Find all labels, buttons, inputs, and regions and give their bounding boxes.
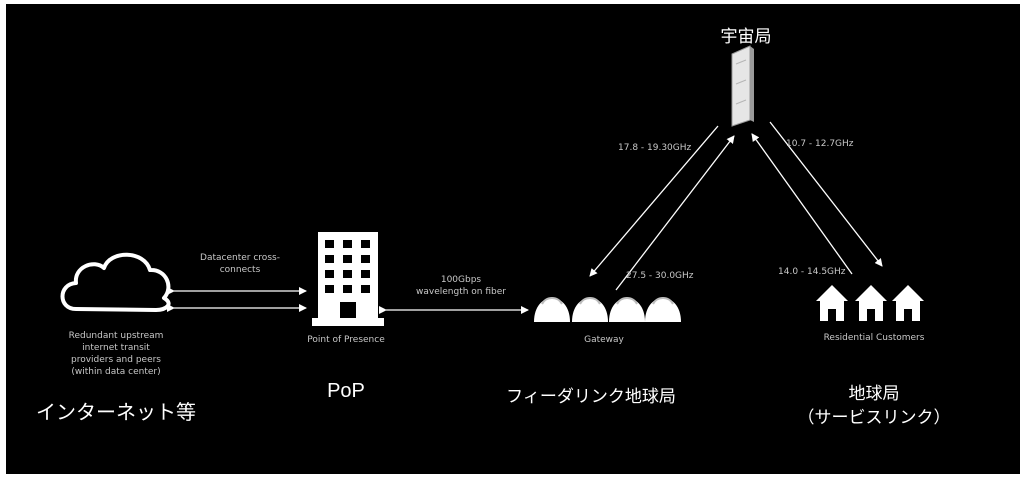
pop-title: PoP	[327, 380, 365, 402]
internet-pop-link	[167, 287, 307, 312]
internet-caption-line: internet transit	[82, 343, 150, 353]
residential-caption: Residential Customers	[823, 333, 925, 343]
satellite-icon	[731, 45, 754, 127]
building-icon	[312, 232, 384, 326]
dish-antenna-icon	[534, 297, 681, 322]
cloud-icon	[60, 252, 171, 312]
diagram-graphics	[60, 45, 924, 326]
service-up-label: 14.0 - 14.5GHz	[778, 267, 846, 277]
internet-title: インターネット等	[36, 402, 196, 424]
feeder-link-arrows	[589, 125, 735, 291]
service-link-arrows	[751, 121, 883, 275]
residential-title-line: （サービスリンク）	[797, 408, 951, 427]
feeder-down-label: 17.8 - 19.30GHz	[618, 143, 692, 153]
pop-caption: Point of Presence	[307, 335, 385, 345]
house-icon	[816, 285, 924, 321]
link-label-line: 100Gbps	[440, 275, 482, 285]
residential-title-line: 地球局	[848, 384, 900, 403]
feeder-up-label: 27.5 - 30.0GHz	[626, 271, 694, 281]
internet-caption-line: Redundant upstream	[68, 331, 164, 341]
gateway-caption: Gateway	[584, 335, 624, 345]
link-label-line: wavelength on fiber	[416, 287, 506, 297]
diagram-canvas: Redundant upstream internet transit prov…	[6, 4, 1020, 474]
gateway-title: フィーダリンク地球局	[506, 387, 676, 406]
service-down-label: 10.7 - 12.7GHz	[786, 139, 854, 149]
satellite-title: 宇宙局	[720, 27, 772, 46]
internet-caption-line: (within data center)	[71, 367, 161, 377]
link-label-line: Datacenter cross-	[200, 253, 280, 263]
internet-caption-line: providers and peers	[70, 355, 162, 365]
residential-title: 地球局 （サービスリンク）	[798, 382, 951, 430]
pop-gateway-link-label: 100Gbps wavelength on fiber	[416, 274, 506, 298]
link-label-line: connects	[219, 265, 261, 275]
internet-caption: Redundant upstream internet transit prov…	[69, 330, 164, 378]
internet-pop-link-label: Datacenter cross- connects	[200, 252, 280, 276]
